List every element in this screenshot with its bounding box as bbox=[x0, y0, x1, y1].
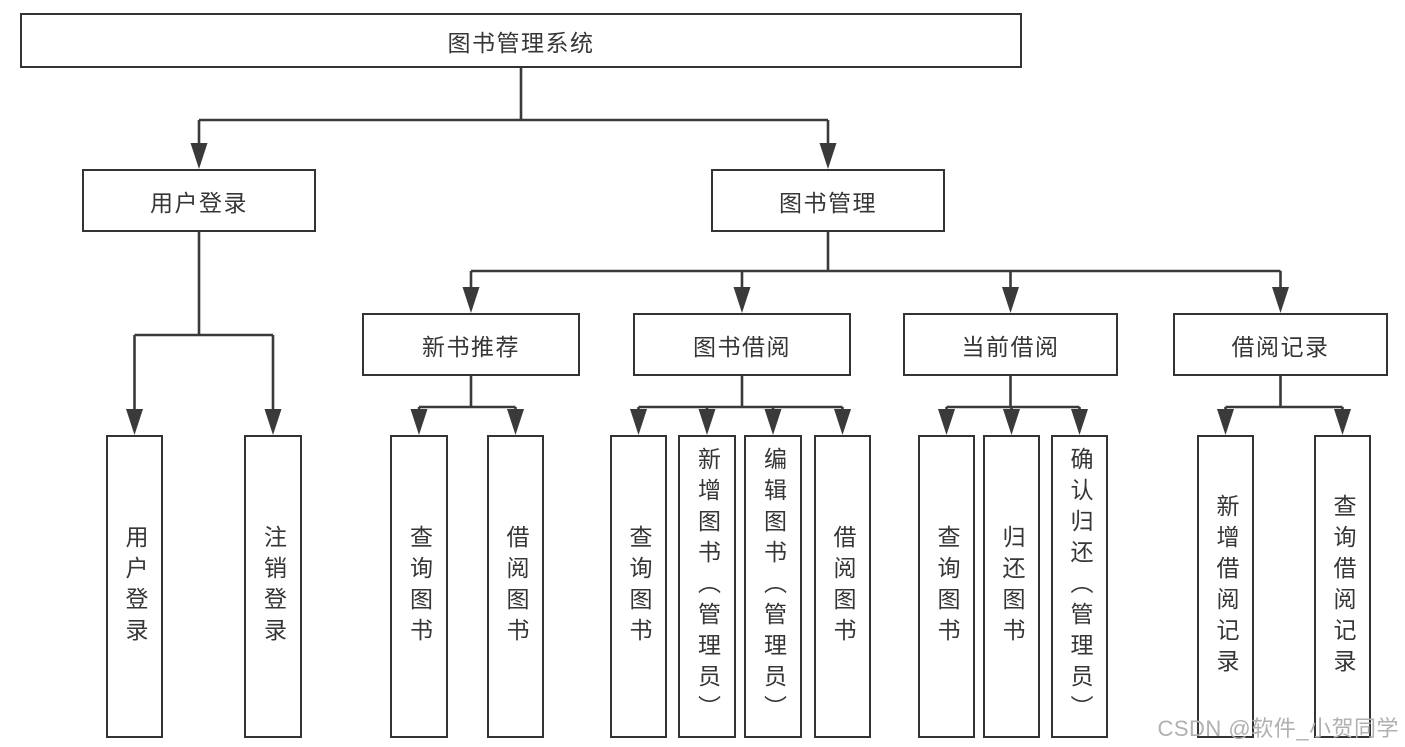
leaf-query-books-recommend: 查询图书 bbox=[390, 435, 448, 738]
node-borrow-records: 借阅记录 bbox=[1173, 313, 1388, 376]
leaf-confirm-return-admin: 确认归还（管理员） bbox=[1051, 435, 1108, 738]
arrow-down-icon bbox=[1002, 287, 1019, 313]
leaf-logout-label: 注销登录 bbox=[260, 524, 287, 649]
arrow-down-icon bbox=[1217, 409, 1234, 435]
leaf-confirm-return-admin-label: 确认归还（管理员） bbox=[1067, 447, 1093, 726]
leaf-return-books: 归还图书 bbox=[983, 435, 1040, 738]
csdn-watermark: CSDN @软件_小贺同学 bbox=[1157, 716, 1399, 741]
leaf-borrow-books-borrowing-label: 借阅图书 bbox=[830, 524, 856, 649]
node-root: 图书管理系统 bbox=[20, 13, 1022, 68]
arrow-down-icon bbox=[264, 409, 282, 435]
leaf-query-books-current-label: 查询图书 bbox=[934, 524, 960, 649]
arrow-down-icon bbox=[819, 143, 837, 169]
leaf-borrow-books-recommend: 借阅图书 bbox=[487, 435, 544, 738]
leaf-logout: 注销登录 bbox=[244, 435, 302, 738]
arrow-down-icon bbox=[938, 409, 955, 435]
arrow-down-icon bbox=[1071, 409, 1088, 435]
leaf-query-books-borrowing: 查询图书 bbox=[610, 435, 667, 738]
arrow-down-icon bbox=[1272, 287, 1289, 313]
node-book-management: 图书管理 bbox=[711, 169, 945, 232]
node-new-book-recommend: 新书推荐 bbox=[362, 313, 580, 376]
leaf-query-books-borrowing-label: 查询图书 bbox=[626, 524, 652, 649]
arrow-down-icon bbox=[126, 409, 143, 435]
node-user-login: 用户登录 bbox=[82, 169, 316, 232]
arrowheads bbox=[126, 143, 1351, 435]
leaf-user-login-label: 用户登录 bbox=[122, 524, 148, 649]
node-book-borrowing: 图书借阅 bbox=[633, 313, 851, 376]
leaf-add-book-admin-label: 新增图书（管理员） bbox=[694, 447, 721, 726]
arrow-down-icon bbox=[1003, 409, 1020, 435]
node-current-borrowing: 当前借阅 bbox=[903, 313, 1118, 376]
leaf-add-borrow-record: 新增借阅记录 bbox=[1197, 435, 1254, 738]
leaf-borrow-books-recommend-label: 借阅图书 bbox=[503, 524, 529, 649]
arrow-down-icon bbox=[410, 409, 428, 435]
leaf-edit-book-admin: 编辑图书（管理员） bbox=[744, 435, 802, 738]
arrow-down-icon bbox=[733, 287, 751, 313]
leaf-query-borrow-record: 查询借阅记录 bbox=[1314, 435, 1371, 738]
leaf-borrow-books-borrowing: 借阅图书 bbox=[814, 435, 871, 738]
leaf-user-login: 用户登录 bbox=[106, 435, 163, 738]
leaf-query-books-current: 查询图书 bbox=[918, 435, 975, 738]
leaf-query-books-recommend-label: 查询图书 bbox=[406, 524, 433, 649]
leaf-edit-book-admin-label: 编辑图书（管理员） bbox=[760, 447, 787, 726]
arrow-down-icon bbox=[1334, 409, 1351, 435]
arrow-down-icon bbox=[190, 143, 208, 169]
leaf-query-borrow-record-label: 查询借阅记录 bbox=[1330, 493, 1356, 680]
leaf-add-book-admin: 新增图书（管理员） bbox=[678, 435, 736, 738]
arrow-down-icon bbox=[630, 409, 647, 435]
arrow-down-icon bbox=[462, 287, 480, 313]
arrow-down-icon bbox=[764, 409, 782, 435]
arrow-down-icon bbox=[698, 409, 716, 435]
leaf-return-books-label: 归还图书 bbox=[999, 524, 1025, 649]
arrow-down-icon bbox=[834, 409, 851, 435]
arrow-down-icon bbox=[507, 409, 524, 435]
leaf-add-borrow-record-label: 新增借阅记录 bbox=[1213, 493, 1239, 680]
